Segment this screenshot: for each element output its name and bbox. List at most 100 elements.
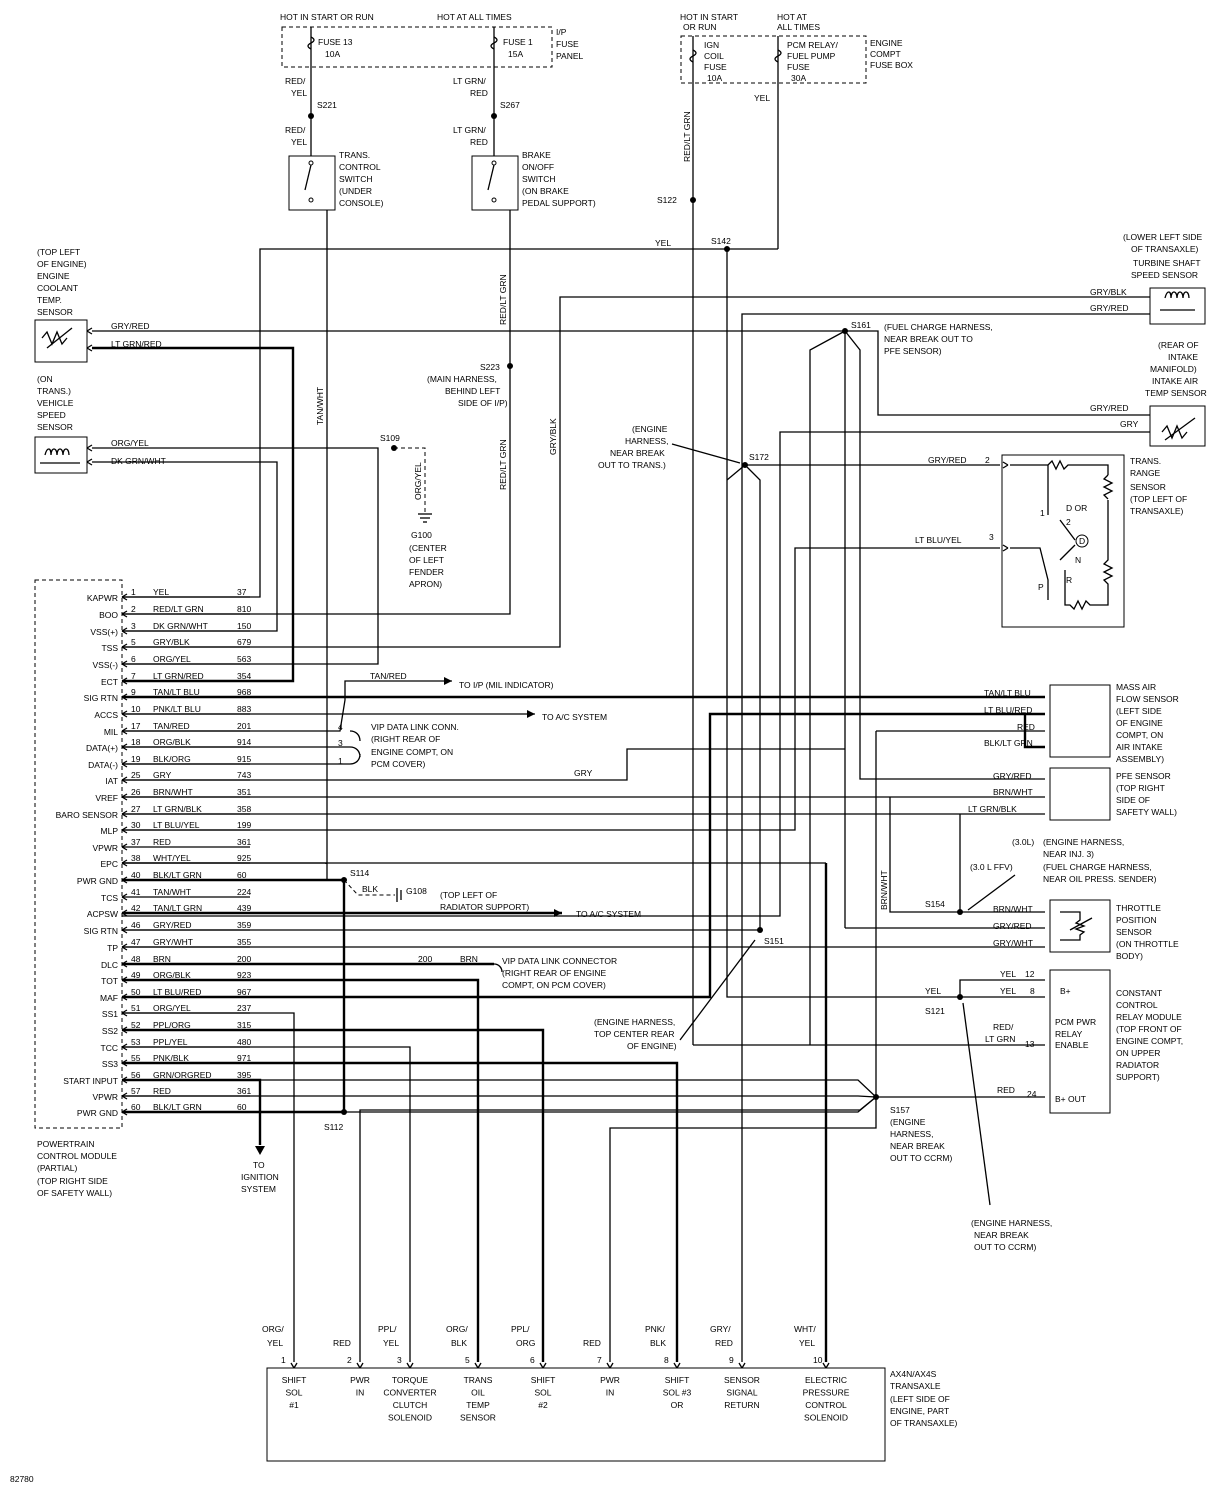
diagram-label: (3.0 L FFV) [970,862,1013,872]
diagram-line [281,26,553,68]
pcm-pin-number: 6 [131,654,136,664]
diagram-label: RED/ [993,1022,1014,1032]
diagram-label: TEMP. [37,295,62,305]
diagram-label: SENSOR [37,422,73,432]
pcm-pin-color: RED [153,837,171,847]
pcm-pin-color: ORG/YEL [153,654,191,664]
diagram-line [444,677,452,685]
diagram-label: THROTTLE [1116,903,1161,913]
tx-wire-color-2: RED [715,1338,733,1348]
pcm-pin-color: BLK/ORG [153,754,191,764]
pcm-pin-number: 51 [131,1003,141,1013]
pcm-pin-circuit: 743 [237,770,251,780]
diagram-label: S267 [500,100,520,110]
diagram-label: PCM PWR [1055,1017,1096,1027]
tx-wire-color-2: ORG [516,1338,535,1348]
diagram-line [1049,767,1111,821]
pcm-pin-circuit: 60 [237,870,247,880]
diagram-label: (ON THROTTLE [1116,939,1179,949]
diagram-label: 24 [1027,1089,1037,1099]
pcm-pin-color: GRY [153,770,172,780]
diagram-line [122,210,511,615]
pcm-pin-color: GRY/WHT [153,937,193,947]
diagram-line [967,874,1016,911]
pcm-pin-color: YEL [153,587,169,597]
diagram-line [34,579,123,1129]
pcm-pin-function: TCC [101,1043,118,1053]
tx-pin-number: 8 [664,1355,669,1365]
diagram-label: S223 [480,362,500,372]
pcm-pin-terminal [121,1092,128,1100]
tx-pin-function: IN [606,1388,615,1398]
pcm-pin-terminal [121,727,128,735]
tx-wire-color-2: RED [583,1338,601,1348]
diagram-label: TOP CENTER REAR [594,1029,674,1039]
diagram-line [288,155,336,211]
diagram-label: YEL [754,93,770,103]
diagram-label: CONSTANT [1116,988,1162,998]
diagram-label: APRON) [409,579,442,589]
diagram-line [844,330,1045,780]
diagram-label: NEAR BREAK [610,448,665,458]
diagram-label: 200 [418,954,432,964]
pcm-pin-terminal [121,593,128,601]
diagram-line [122,1046,411,1362]
tx-pin-terminal [406,1362,414,1369]
maf-sensor: MASS AIR FLOW SENSOR (LEFT SIDE OF ENGIN… [984,682,1179,764]
diagram-label: S172 [749,452,769,462]
pcm-pin-function: TP [107,943,118,953]
diagram-label: SENSOR [1130,482,1166,492]
pcm-pin-color: GRY/RED [153,920,192,930]
pcm-pin-number: 41 [131,887,141,897]
pcm-pin-function: MLP [101,826,119,836]
diagram-label: RADIATOR SUPPORT) [440,902,529,912]
diagram-line [744,464,761,930]
pcm-pin-function: SIG RTN [84,926,118,936]
diagram-label: CONTROL MODULE [37,1151,117,1161]
tx-wire-color-1: ORG/ [446,1324,468,1334]
diagram-label: RANGE [1130,468,1161,478]
diagram-label: (LEFT SIDE [1116,706,1162,716]
diagram-label: TO [253,1160,265,1170]
diagram-label: GRY/RED [928,455,967,465]
diagram-label: (TOP RIGHT [1116,783,1165,793]
diagram-line [493,963,503,973]
diagram-label: (LOWER LEFT SIDE [1123,232,1203,242]
diagram-line [726,249,1045,998]
tx-pin-function: SIGNAL [726,1388,757,1398]
pcm-pin-circuit: 199 [237,820,251,830]
diagram-line [774,49,782,63]
diagram-line [349,730,361,765]
tx-pin-function: OIL [471,1388,485,1398]
diagram-label: YEL [291,137,307,147]
diagram-label: SPEED [37,410,66,420]
pcm-pin-color: LT GRN/RED [153,671,204,681]
pcm-pin-color: BLK/LT GRN [153,1102,202,1112]
diagram-label: (PARTIAL) [37,1163,77,1173]
tx-pin-number: 2 [347,1355,352,1365]
diagram-line [34,319,88,363]
diagram-label: N [1075,555,1081,565]
diagram-line: ORG/YEL1SHIFTSOL#1RED2PWRINPPL/YEL3TORQU… [262,1324,850,1423]
diagram-label: COIL [704,51,724,61]
ip-fuse-label-3: PANEL [556,51,584,61]
pcm-pin-color: PPL/ORG [153,1020,191,1030]
tx-pin-terminal [290,1362,298,1369]
diagram-label: GRY/BLK [548,418,558,455]
diagram-label: D [1079,536,1085,546]
pcm-pin-terminal [121,810,128,818]
diagram-line [122,248,778,598]
tx-pin-function: SOL #3 [663,1388,692,1398]
tx-wire-color-2: YEL [267,1338,283,1348]
pcm-pin-terminal [121,677,128,685]
pcm-pin-color: BRN/WHT [153,787,193,797]
pcm-pin-number: 19 [131,754,141,764]
diagram-label: 3 [989,532,994,542]
diagram-label: LT GRN [985,1034,1015,1044]
pcm-pin-function: IAT [105,776,118,786]
diagram-label: 2 [985,455,990,465]
tx-wire-color-1: WHT/ [794,1324,816,1334]
diagram-line [1164,417,1196,441]
diagram-line [266,1367,886,1462]
pcm-pin-color: DK GRN/WHT [153,621,208,631]
